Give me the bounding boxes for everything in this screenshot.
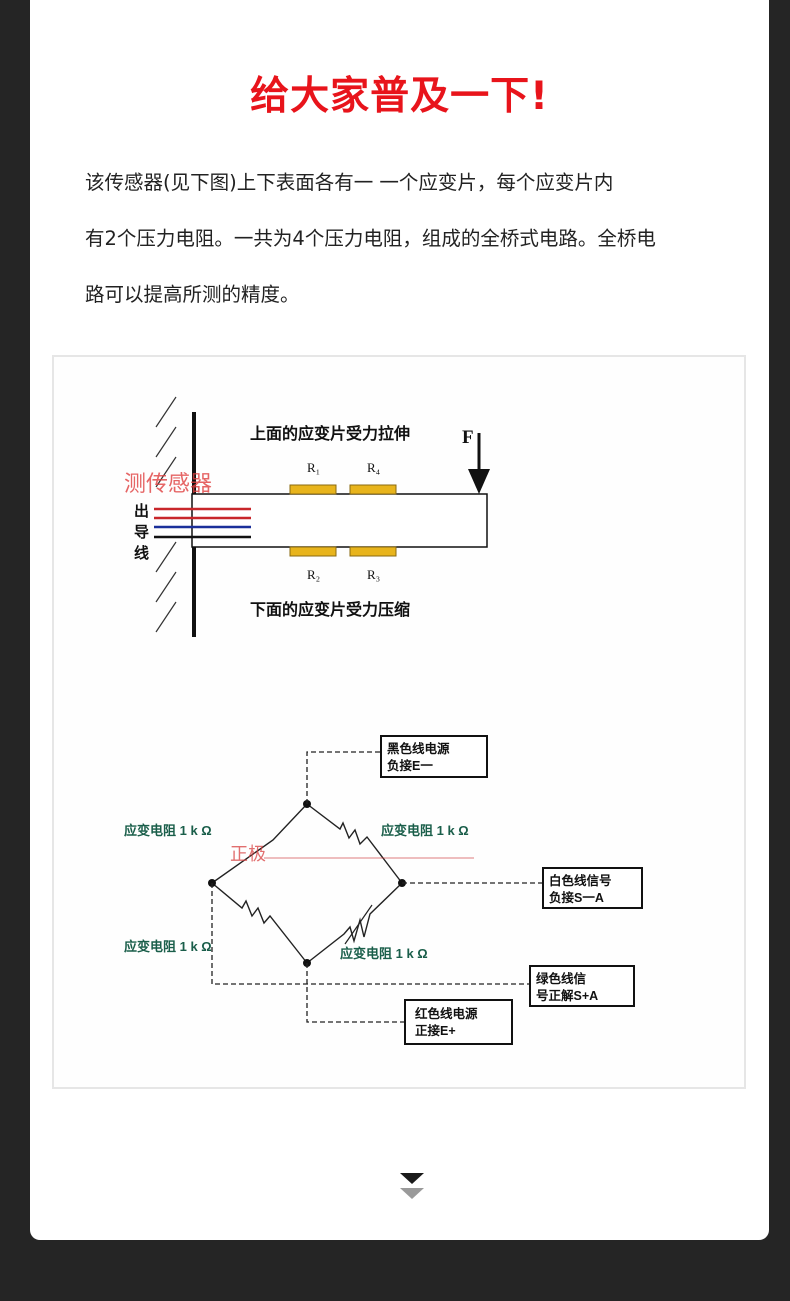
bridge-labels: 应变电阻 1 k Ω 应变电阻 1 k Ω 应变电阻 1 k Ω 应变电阻 1 … [124, 823, 469, 961]
gauge-r1-label: R₁ [307, 460, 320, 475]
wall-hatching [155, 396, 177, 633]
gauge-r2-label: R₂ [307, 567, 320, 582]
arm-top-right-label: 应变电阻 1 k Ω [381, 823, 469, 838]
force-label: F [462, 427, 474, 448]
box-red-wire: 红色线电源 正接E+ [404, 999, 513, 1045]
svg-text:绿色线信: 绿色线信 [536, 971, 587, 986]
sensor-diagram-figure: 测传感器 出 导 线 上面的应变片受力拉伸 下面的应变片受力压缩 R₁ R₄ R… [52, 355, 746, 1089]
svg-text:负接E一: 负接E一 [387, 758, 433, 773]
gauge-r1 [289, 484, 337, 495]
gauge-r3-label: R₃ [367, 567, 380, 582]
sensor-label: 测传感器 [124, 471, 212, 496]
arm-top-right [306, 803, 403, 884]
force-arrow-head [468, 469, 490, 494]
cantilever-beam [191, 493, 488, 548]
bridge-arms [211, 803, 403, 964]
arm-bottom-left [211, 882, 308, 964]
content-card: 给大家普及一下! 该传感器(见下图)上下表面各有一 一个应变片，每个应变片内 有… [30, 0, 769, 1240]
svg-text:号正解S+A: 号正解S+A [536, 988, 598, 1003]
svg-text:红色线电源: 红色线电源 [415, 1006, 478, 1021]
bottom-gauge-label: 下面的应变片受力压缩 [250, 600, 410, 619]
box-black-wire: 黑色线电源 负接E一 [380, 735, 488, 778]
paragraph-line-1: 该传感器(见下图)上下表面各有一 一个应变片，每个应变片内 [85, 171, 614, 194]
lead-label-char-3: 线 [134, 544, 149, 562]
paragraph-line-3: 路可以提高所测的精度。 [85, 283, 300, 306]
top-gauge-label: 上面的应变片受力拉伸 [250, 424, 410, 443]
page-title: 给大家普及一下! [250, 74, 549, 119]
lead-label-char-1: 出 [134, 502, 149, 520]
gauge-r2 [289, 546, 337, 557]
gauge-r3 [349, 546, 397, 557]
arm-top-left-label: 应变电阻 1 k Ω [124, 823, 212, 838]
arm-bottom-right-label: 应变电阻 1 k Ω [340, 946, 428, 961]
arm-bottom-left-label: 应变电阻 1 k Ω [124, 939, 212, 954]
arm-top-left [211, 803, 308, 884]
double-chevron-down-icon[interactable] [399, 1172, 425, 1202]
paragraph-line-2: 有2个压力电阻。一共为4个压力电阻，组成的全桥式电路。全桥电 [85, 227, 656, 250]
arm-bottom-right [306, 882, 403, 964]
svg-text:负接S一A: 负接S一A [549, 890, 604, 905]
svg-text:黑色线电源: 黑色线电源 [387, 741, 450, 756]
lead-label-char-2: 导 [134, 524, 149, 541]
variable-arrow [344, 904, 373, 945]
overlay-text: 正极 [230, 844, 266, 864]
box-green-wire: 绿色线信 号正解S+A [529, 965, 635, 1007]
dashed-leads [211, 751, 543, 1023]
gauge-r4 [349, 484, 397, 495]
lead-wires [154, 507, 251, 539]
sensor-diagram: 测传感器 出 导 线 上面的应变片受力拉伸 下面的应变片受力压缩 R₁ R₄ R… [124, 396, 643, 1045]
svg-text:白色线信号: 白色线信号 [549, 873, 612, 888]
box-white-wire: 白色线信号 负接S一A [542, 867, 643, 909]
svg-text:正接E+: 正接E+ [415, 1023, 456, 1038]
gauge-r4-label: R₄ [367, 460, 381, 475]
